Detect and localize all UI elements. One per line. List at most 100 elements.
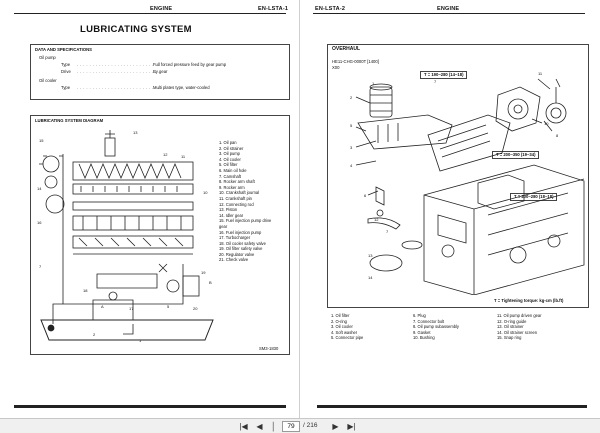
legend-item: 13. Oil strainer	[497, 324, 524, 330]
legend-item: 15. Snap ring	[497, 335, 522, 341]
svg-text:8: 8	[556, 133, 559, 138]
legend-item: 14. Idler gear	[219, 212, 244, 218]
right-header-code: EN-LSTA-2	[315, 6, 346, 12]
legend-item: 10. Crankshaft journal	[219, 190, 260, 196]
svg-text:7: 7	[386, 229, 389, 234]
legend-item: 8. Oil pump subassembly	[413, 324, 459, 330]
spec-label: Type	[61, 85, 71, 90]
svg-text:14: 14	[37, 186, 42, 191]
spec-dots: . . . . . . . . . . . . . . . . . . . . …	[77, 62, 160, 67]
svg-text:3: 3	[350, 145, 353, 150]
legend-item: 4. Oil cooler	[219, 156, 241, 162]
svg-text:14: 14	[368, 275, 373, 280]
page-navigation-bar: |◀ ◀ │ 79 / 216 ▶ ▶|	[0, 418, 600, 433]
svg-text:7: 7	[434, 79, 437, 84]
legend-item: 16. Fuel injection pump	[219, 229, 262, 235]
legend-item: 9. Gasket	[413, 329, 431, 335]
svg-text:19: 19	[201, 270, 206, 275]
legend-item: 1. Oil filter	[331, 313, 350, 318]
legend-item: 8. Rocker arm shaft	[219, 179, 255, 185]
legend-item: 10. Bushing	[413, 335, 435, 341]
svg-text:11: 11	[181, 154, 186, 159]
legend-item: 3. Oil cooler	[331, 324, 353, 330]
svg-text:13: 13	[133, 130, 138, 135]
right-header-section: ENGINE	[437, 6, 460, 12]
legend-item: 4. Soft washer	[331, 329, 358, 335]
part-code-line2: X00	[332, 65, 340, 70]
legend-item: 11. Crankshaft pin	[219, 195, 252, 201]
legend-item: 1. Oil pan	[219, 140, 237, 145]
legend-item: 5. Connector pipe	[331, 335, 364, 341]
left-header-code: EN-LSTA-1	[258, 6, 289, 12]
page-title-lubricating: LUBRICATING SYSTEM	[80, 24, 192, 35]
svg-text:7: 7	[39, 264, 42, 269]
torque-callout-3: T = 200~280 (18~18)	[510, 193, 558, 201]
prev-page-button[interactable]: ◀	[256, 422, 263, 431]
spec-label: Type	[61, 62, 71, 67]
svg-text:10: 10	[203, 190, 208, 195]
svg-text:2: 2	[350, 95, 353, 100]
legend-item: 20. Regulator valve	[219, 251, 255, 257]
legend-item: gear	[219, 223, 228, 229]
legend-item: 21. Check valve	[219, 257, 249, 263]
left-page-bottom-rule	[14, 405, 286, 408]
spec-value: Multi plates type, water-cooled	[153, 85, 210, 90]
svg-text:12: 12	[163, 152, 168, 157]
legend-column-3: 11. Oil pump driven gear 12. O-ring guid…	[497, 313, 542, 341]
legend-item: 11. Oil pump driven gear	[497, 313, 542, 318]
legend-item: 14. Oil strainer screen	[497, 329, 538, 335]
spec-group-oil-cooler: Oil cooler	[39, 78, 57, 83]
legend-item: 19. Oil filter safety valve	[219, 246, 263, 252]
torque-callout-2: T = 200~350 (19~34)	[492, 151, 540, 159]
spec-value: By gear	[153, 69, 168, 74]
svg-text:A: A	[101, 304, 104, 309]
legend-item: 9. Rocker arm	[219, 184, 245, 190]
svg-text:1: 1	[139, 338, 142, 343]
overhaul-box: OVERHAUL HE11-CHG-0000T [1400] X00 T = 1…	[327, 44, 589, 308]
legend-item: 17. Turbocharger	[219, 235, 251, 241]
legend-item: 12. O-ring guide	[497, 318, 527, 324]
svg-text:15: 15	[39, 138, 44, 143]
legend-item: 2. O-ring	[331, 318, 347, 324]
svg-text:18: 18	[83, 288, 88, 293]
left-header-rule	[14, 13, 286, 14]
page-divider-icon: │	[271, 422, 276, 431]
spec-value: Full forced pressure feed by gear pump	[153, 62, 227, 67]
diagram-heading: LUBRICATING SYSTEM DIAGRAM	[35, 118, 104, 123]
page-number-input[interactable]: 79	[282, 421, 300, 432]
right-header-rule	[313, 13, 585, 14]
left-header-section: ENGINE	[150, 6, 173, 12]
part-code-line1: HE11-CHG-0000T [1400]	[332, 59, 379, 64]
legend-item: 6. Main oil hole	[219, 167, 247, 173]
diagram-legend: 1. Oil pan 2. Oil strainer 3. Oil pump 4…	[219, 140, 271, 263]
svg-text:20: 20	[193, 306, 198, 311]
legend-column-2: 6. Plug 7. Connector bolt 8. Oil pump su…	[413, 313, 459, 341]
svg-text:17: 17	[129, 306, 134, 311]
svg-text:13: 13	[368, 253, 373, 258]
left-page: ENGINE EN-LSTA-1 LUBRICATING SYSTEM DATA…	[0, 0, 300, 418]
exploded-view-drawing: 2 5 3 4 6 11 10 8 12 13 14 7 1 7	[350, 71, 585, 295]
svg-text:B: B	[209, 280, 212, 285]
svg-text:16: 16	[37, 220, 42, 225]
torque-note: T = Tightening torque: kg-cm (lb.ft)	[494, 298, 564, 303]
last-page-button[interactable]: ▶|	[347, 422, 356, 431]
spec-group-oil-pump: Oil pump	[39, 55, 56, 60]
first-page-button[interactable]: |◀	[239, 422, 248, 431]
legend-item: 3. Oil pump	[219, 151, 240, 157]
legend-column-1: 1. Oil filter 2. O-ring 3. Oil cooler 4.…	[331, 313, 363, 341]
legend-item: 13. Piston	[219, 207, 238, 213]
svg-text:11: 11	[538, 71, 543, 76]
right-page: EN-LSTA-2 ENGINE OVERHAUL HE11-CHG-0000T…	[301, 0, 600, 418]
svg-text:5: 5	[350, 123, 353, 128]
page-total: / 216	[303, 422, 318, 429]
svg-text:5: 5	[167, 304, 170, 309]
spec-dots: . . . . . . . . . . . . . . . . . . . . …	[77, 85, 160, 90]
svg-text:12: 12	[374, 217, 379, 222]
legend-item: 5. Oil filter	[219, 162, 238, 168]
next-page-button[interactable]: ▶	[332, 422, 339, 431]
svg-text:1: 1	[372, 81, 375, 86]
legend-item: 7. Camshaft	[219, 173, 242, 179]
legend-item: 15. Fuel injection pump drive	[219, 218, 272, 224]
legend-item: 12. Connecting rod	[219, 201, 254, 207]
